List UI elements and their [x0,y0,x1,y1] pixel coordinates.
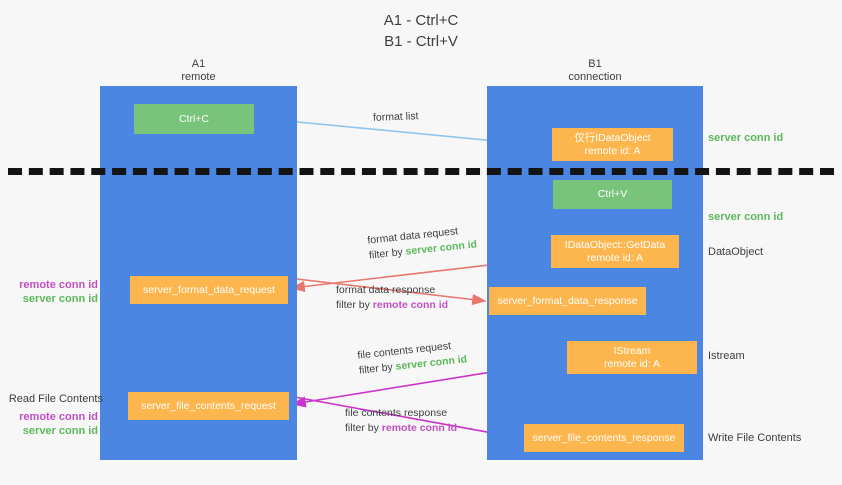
title-line-2: B1 - Ctrl+V [384,33,458,50]
node-idataobject-subtitle: remote id: A [584,144,641,157]
node-ctrl-v[interactable]: Ctrl+V [553,180,672,209]
lane-b1-role: connection [568,71,622,83]
clipboard-boundary-divider [8,168,834,175]
edge-format-list-text: format list [372,110,419,124]
node-idataobject[interactable]: 仅行IDataObject remote id: A [552,128,673,161]
lane-a1-name: A1 [191,58,206,70]
arrow-format-data-response [287,277,487,306]
edge-file-res-text: file contents response [345,407,448,419]
annotation-remote-conn-id-upper: remote conn id [19,279,98,291]
lane-a1-role: remote [181,71,216,83]
annotation-server-conn-id-lower: server conn id [22,425,98,437]
node-server-file-contents-request[interactable]: server_file_contents_request [128,392,289,420]
node-istream-title: IStream [613,344,651,357]
annotation-server-conn-id-top: server conn id [708,132,784,144]
annotation-dataobject: DataObject [708,246,764,258]
annotation-istream: Istream [708,350,745,362]
edge-fmt-res-filter: filter by remote conn id [336,298,448,313]
annotation-server-conn-id-second: server conn id [708,211,784,223]
edge-fmt-res-text: format data response [336,284,436,296]
lane-header-a1: A1 remote [100,58,297,84]
edge-file-res-filter: filter by remote conn id [345,421,457,436]
node-server-format-data-response[interactable]: server_format_data_response [489,287,646,315]
annotation-server-conn-id-upper: server conn id [22,293,98,305]
node-ctrl-c-label: Ctrl+C [178,112,210,125]
edge-file-res-filter-id: remote conn id [381,422,458,434]
lane-b1-name: B1 [588,58,602,70]
annotation-write-file-contents: Write File Contents [708,432,802,444]
node-ctrl-v-label: Ctrl+V [597,188,628,200]
annotation-read-file-contents: Read File Contents [8,393,103,405]
annotation-conn-ids-lower: remote conn id server conn id [8,410,98,438]
node-fmt-req-label: server_format_data_request [143,283,275,296]
node-server-format-data-request[interactable]: server_format_data_request [130,276,288,304]
node-idataobject-getdata[interactable]: IDataObject::GetData remote id: A [551,235,679,268]
node-getdata-title: IDataObject::GetData [564,238,666,251]
node-ctrl-c[interactable]: Ctrl+C [134,104,254,134]
edge-label-format-list: format list [373,109,419,126]
node-fmt-res-label: server_format_data_response [497,294,638,307]
annotation-remote-conn-id-lower: remote conn id [19,411,98,423]
node-idataobject-title: 仅行IDataObject [574,131,651,144]
node-file-res-label: server_file_contents_response [532,431,676,444]
edge-fmt-req-filter-prefix: filter by [368,245,407,262]
edge-file-req-filter-prefix: filter by [358,360,397,377]
node-file-req-label: server_file_contents_request [141,399,276,412]
edge-fmt-res-filter-prefix: filter by [336,299,373,311]
edge-fmt-res-filter-id: remote conn id [372,299,449,311]
node-istream[interactable]: IStream remote id: A [567,341,697,374]
edge-label-format-data-response: format data response filter by remote co… [336,283,448,313]
node-istream-subtitle: remote id: A [603,357,661,370]
edge-label-file-contents-response: file contents response filter by remote … [345,406,457,436]
edge-file-res-filter-prefix: filter by [345,422,382,434]
arrow-file-contents-response [288,395,522,442]
page-title: A1 - Ctrl+C B1 - Ctrl+V [0,10,842,52]
title-line-1: A1 - Ctrl+C [383,12,459,29]
node-getdata-subtitle: remote id: A [586,251,644,264]
lane-header-b1: B1 connection [487,58,703,84]
node-server-file-contents-response[interactable]: server_file_contents_response [524,424,684,452]
annotation-conn-ids-upper: remote conn id server conn id [8,278,98,306]
